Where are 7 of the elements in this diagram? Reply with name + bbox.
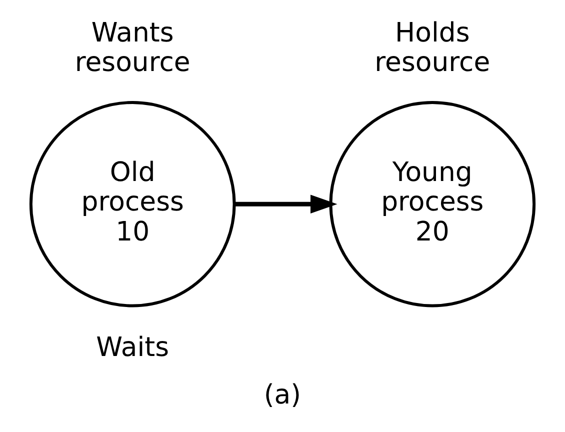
node-circle: Old process 10 bbox=[29, 100, 236, 308]
node-label: Waits bbox=[96, 332, 170, 364]
node-label: Wants resource bbox=[74, 17, 190, 78]
node-circle: Young process 20 bbox=[329, 100, 536, 308]
node-label: Holds resource bbox=[374, 17, 490, 78]
arrow bbox=[234, 194, 338, 214]
caption: (a) bbox=[264, 380, 302, 411]
